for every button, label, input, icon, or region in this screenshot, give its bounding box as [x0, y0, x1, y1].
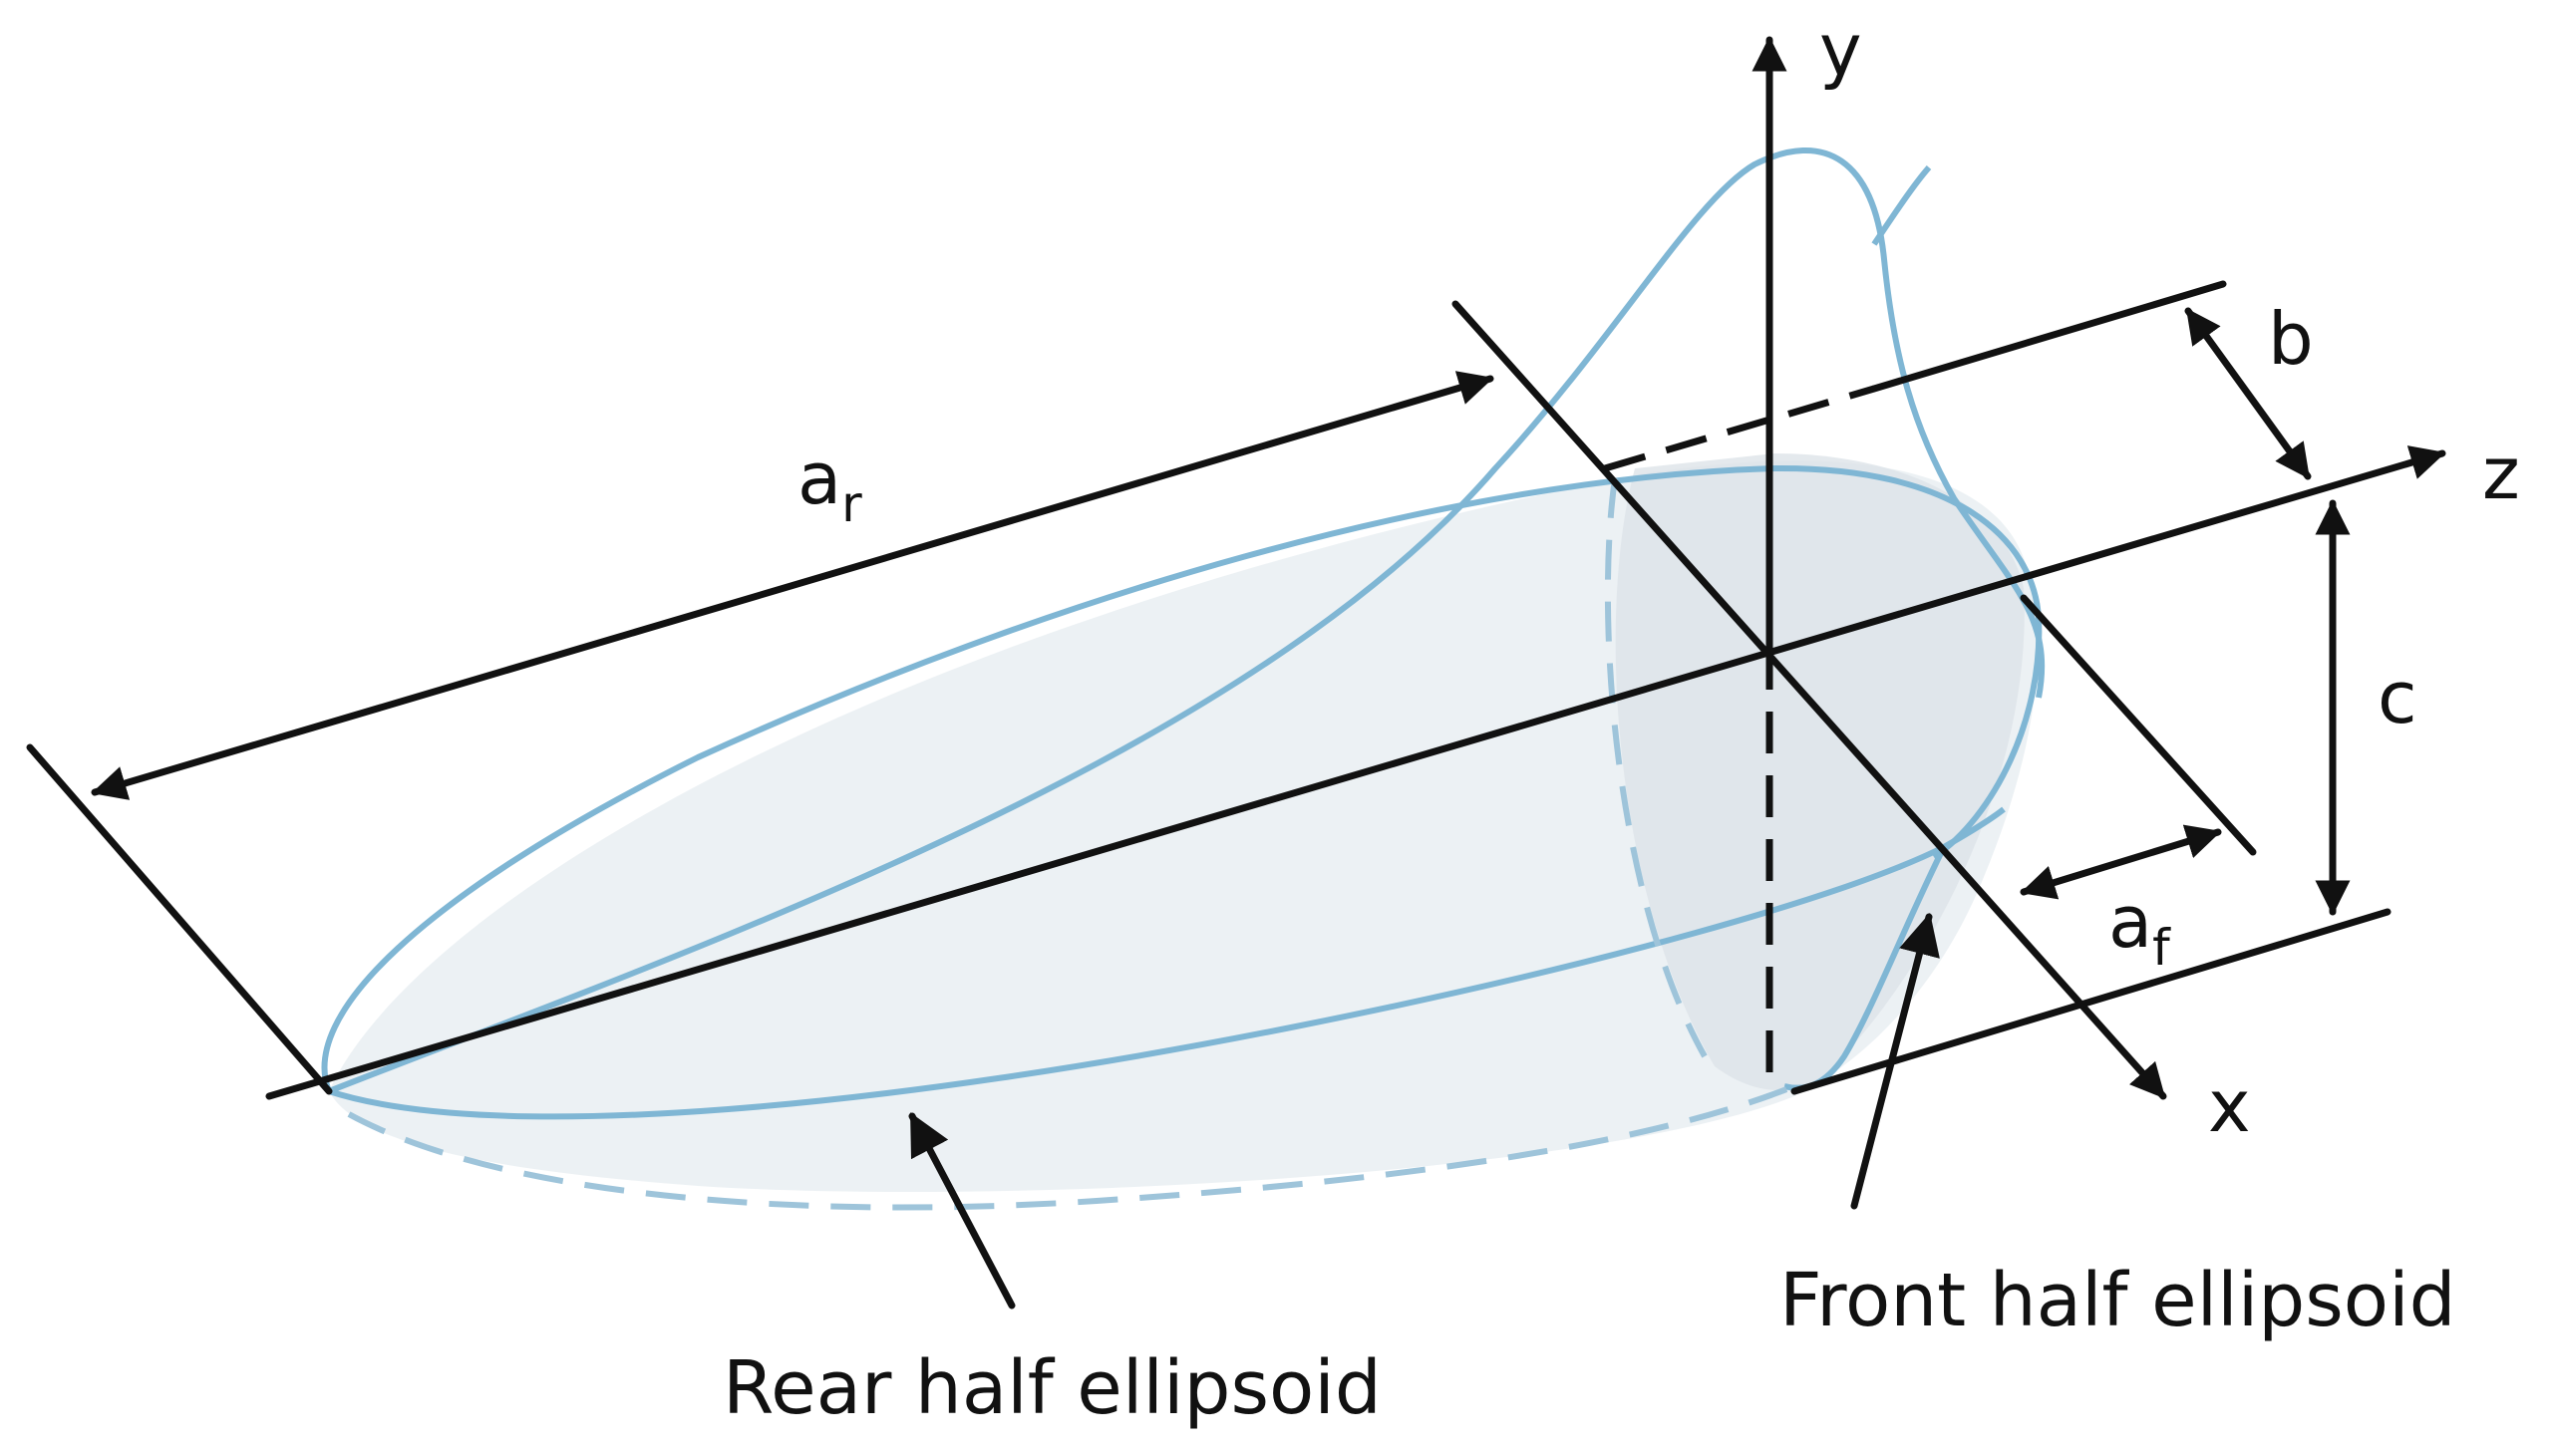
rear-pointer-arrow — [908, 1112, 1016, 1310]
a-r-dimension-arrow — [91, 371, 1494, 800]
a-f-label: af — [2108, 880, 2171, 977]
y-axis-label: y — [1819, 8, 1862, 92]
c-label: c — [2378, 656, 2417, 739]
z-axis-label: z — [2482, 432, 2520, 515]
peak-tail — [1871, 165, 1932, 246]
rear-end-line — [26, 743, 333, 1095]
right-plane-line — [2020, 594, 2257, 856]
front-hidden-edge — [1604, 477, 1708, 1058]
a-f-dimension-arrow — [2020, 824, 2222, 900]
b-dimension-arrow — [2184, 307, 2312, 480]
gaussian-peak-curve — [327, 147, 2046, 1094]
front-pointer-arrow — [1850, 912, 1940, 1210]
top-plane-line — [1870, 280, 2227, 393]
top-plane-hidden — [1604, 385, 1875, 472]
x-axis — [1451, 300, 2167, 1100]
x-axis-label: x — [2208, 1064, 2251, 1148]
b-label: b — [2268, 297, 2314, 381]
rear-hidden-edge — [347, 1083, 1796, 1211]
front-half-ellipsoid-caption: Front half ellipsoid — [1779, 1258, 2456, 1343]
rear-half-ellipsoid-caption: Rear half ellipsoid — [723, 1345, 1382, 1431]
a-r-label: ar — [797, 437, 862, 533]
